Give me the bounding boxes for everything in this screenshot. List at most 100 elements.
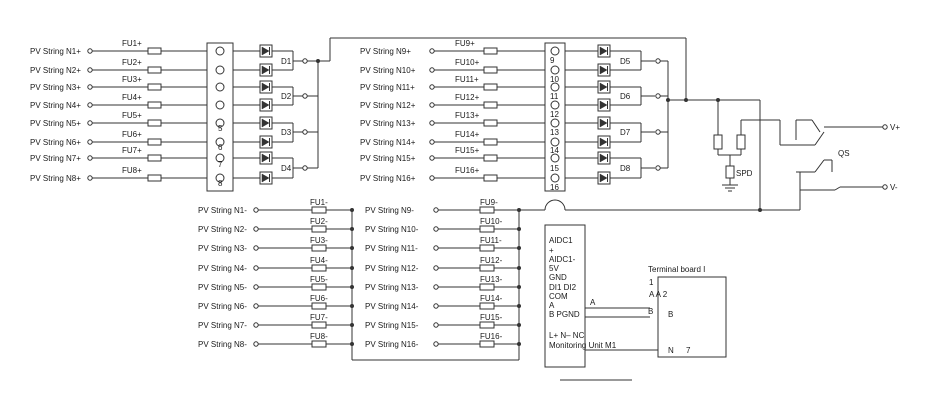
string-label: PV String N15+ [360, 154, 416, 163]
terminal-board-num: 1 [649, 278, 654, 287]
diode-output [302, 129, 308, 135]
fuse-symbol [147, 83, 162, 91]
fuse-label: FU7+ [122, 146, 142, 155]
spd-label: SPD [736, 169, 753, 178]
diode-arrow [261, 82, 270, 92]
fuse-symbol [479, 302, 495, 310]
fuse-symbol [483, 47, 498, 55]
fuse-symbol [311, 302, 327, 310]
fuse-label: FU8+ [122, 166, 142, 175]
string-label: PV String N7- [198, 321, 247, 330]
junction-dot [517, 342, 521, 346]
junction-dot [350, 304, 354, 308]
fuse-symbol [483, 101, 498, 109]
fuse-symbol [479, 264, 495, 272]
terminal-number: 14 [550, 146, 559, 155]
terminal-screw [215, 153, 225, 163]
terminal-board-row-a: A A 2 [649, 290, 668, 299]
terminal-screw [215, 118, 225, 128]
fuse-label: FU1- [310, 198, 328, 207]
fuse-symbol [147, 138, 162, 146]
wire [834, 186, 841, 191]
diode-label: D4 [281, 164, 292, 173]
monitoring-unit-line: + [549, 246, 554, 255]
terminal-number: 8 [218, 179, 223, 188]
fuse-label: FU12- [480, 256, 503, 265]
monitoring-unit-line: COM [549, 292, 568, 301]
string-terminal [253, 303, 259, 309]
string-terminal [429, 120, 435, 126]
string-terminal [87, 84, 93, 90]
monitoring-unit-line: AIDC1- [549, 255, 576, 264]
diode-output [655, 93, 661, 99]
fuse-label: FU4+ [122, 93, 142, 102]
terminal-screw [550, 153, 560, 163]
monitoring-unit-line: GND [549, 273, 567, 282]
diode-arrow [261, 173, 270, 183]
string-label: PV String N7+ [30, 154, 81, 163]
string-label: PV String N15- [365, 321, 419, 330]
diode-label: D2 [281, 92, 292, 101]
fuse-label: FU3+ [122, 75, 142, 84]
string-label: PV String N3- [198, 244, 247, 253]
fuse-label: FU6+ [122, 130, 142, 139]
terminal-screw [215, 100, 225, 110]
diode-label: D7 [620, 128, 631, 137]
terminal-number: 13 [550, 128, 559, 137]
junction-dot [350, 285, 354, 289]
junction-dot [350, 246, 354, 250]
fuse-symbol [483, 174, 498, 182]
fuse-symbol [147, 66, 162, 74]
string-terminal [87, 67, 93, 73]
output-terminal-neg [882, 184, 888, 190]
fuse-symbol [479, 244, 495, 252]
string-label: PV String N5- [198, 283, 247, 292]
fuse-label: FU10+ [455, 58, 480, 67]
fuse-symbol [483, 66, 498, 74]
fuse-label: FU4- [310, 256, 328, 265]
fuse-label: FU5+ [122, 111, 142, 120]
terminal-number: 10 [550, 75, 559, 84]
string-terminal [87, 139, 93, 145]
string-terminal [253, 322, 259, 328]
terminal-board-row-b: B [668, 310, 673, 319]
terminal-number: 11 [550, 92, 559, 101]
string-terminal [433, 265, 439, 271]
fuse-label: FU9- [480, 198, 498, 207]
diode-arrow [599, 46, 608, 56]
output-terminal-pos [882, 124, 888, 130]
string-label: PV String N8+ [30, 174, 81, 183]
fuse-symbol [311, 283, 327, 291]
diode-output [655, 58, 661, 64]
string-label: PV String N2- [198, 225, 247, 234]
diode-label: D5 [620, 57, 631, 66]
terminal-screw [550, 46, 560, 56]
diode-output [302, 58, 308, 64]
junction-dot [517, 266, 521, 270]
diode-arrow [261, 100, 270, 110]
diode-label: D8 [620, 164, 631, 173]
fuse-label: FU9+ [455, 39, 475, 48]
string-terminal [433, 303, 439, 309]
fuse-symbol [311, 244, 327, 252]
wire [814, 159, 825, 173]
diode-output [302, 93, 308, 99]
junction-dot [684, 98, 688, 102]
junction-dot [350, 227, 354, 231]
junction-dot [758, 208, 762, 212]
wire [814, 131, 825, 146]
terminal-screw [215, 137, 225, 147]
fuse-symbol [479, 206, 495, 214]
diode-arrow [261, 137, 270, 147]
diode-label: D1 [281, 57, 292, 66]
string-label: PV String N14- [365, 302, 419, 311]
terminal-board-row-n: N [668, 346, 674, 355]
junction-dot [666, 98, 670, 102]
diode-arrow [599, 82, 608, 92]
terminal-number: 6 [218, 143, 223, 152]
terminal-screw [550, 65, 560, 75]
terminal-board-box [657, 276, 727, 358]
string-terminal [429, 155, 435, 161]
fuse-symbol [479, 321, 495, 329]
